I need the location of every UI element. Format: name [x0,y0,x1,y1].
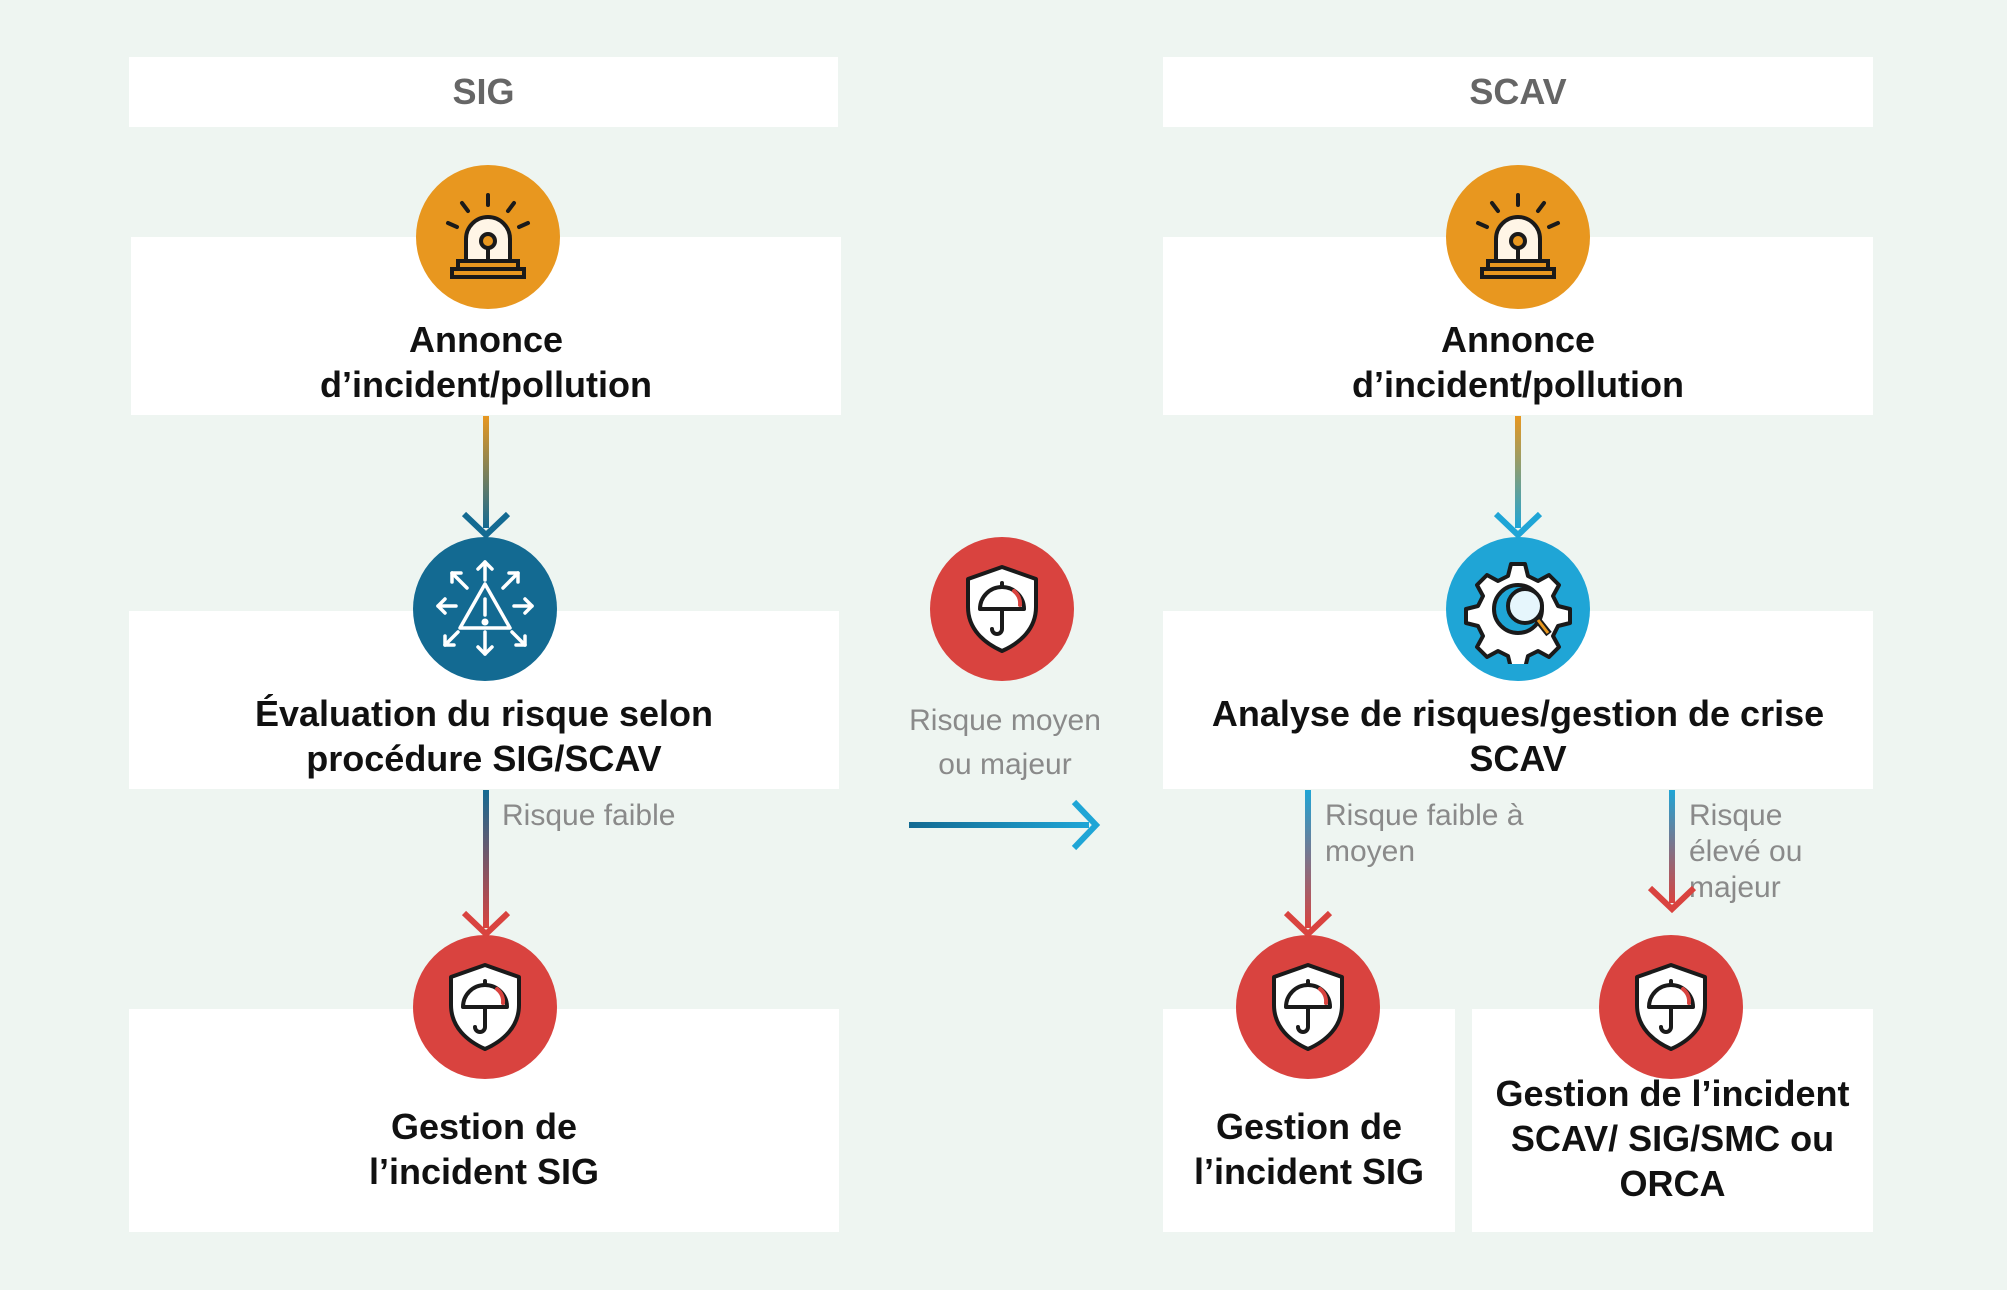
left-announcement-text: Annonce d’incident/pollution [320,319,652,405]
header-sig: SIG [129,57,838,127]
left-arrow-2-line [483,790,489,928]
gear-magnifier-icon [1446,537,1590,681]
warning-arrows-icon [413,537,557,681]
shield-umbrella-icon [1599,935,1743,1079]
alarm-siren-icon [1446,165,1590,309]
right-management-scav-text: Gestion de l’incident SCAV/ SIG/SMC ou O… [1495,1073,1850,1204]
right-edge-label-a: Risque faible à moyen [1325,799,1524,868]
left-arrow-2-head [461,910,511,939]
header-scav: SCAV [1163,57,1873,127]
left-evaluation-box: Évaluation du risque selon procédure SIG… [129,611,839,789]
right-analysis-text: Analyse de risques/gestion de crise SCAV [1211,693,1825,779]
alarm-siren-icon [416,165,560,309]
right-arrow-1-line [1515,416,1521,528]
right-management-sig-text: Gestion de l’incident SIG [1193,1105,1425,1192]
shield-umbrella-icon [413,935,557,1079]
right-arrow-2-line [1305,790,1311,928]
left-arrow-1-line [483,416,489,528]
left-evaluation-text: Évaluation du risque selon procédure SIG… [254,693,714,779]
left-edge-label: Risque faible [502,799,676,832]
shield-umbrella-icon [1236,935,1380,1079]
left-management-text: Gestion de l’incident SIG [368,1105,600,1192]
middle-arrow-head [1071,799,1101,851]
right-arrow-1-head [1493,511,1543,540]
right-management-scav-box: Gestion de l’incident SCAV/ SIG/SMC ou O… [1472,1009,1873,1232]
right-edge-label-b: Risque élevé ou majeur [1689,799,1803,904]
middle-arrow-line [909,822,1089,828]
middle-edge-label: Risque moyen ou majeur [909,704,1101,781]
right-announcement-text: Annonce d’incident/pollution [1352,319,1684,405]
right-arrow-3-line [1669,790,1675,903]
right-arrow-2-head [1283,910,1333,939]
left-arrow-1-head [461,511,511,540]
shield-umbrella-icon [930,537,1074,681]
right-arrow-3-head [1647,885,1697,914]
